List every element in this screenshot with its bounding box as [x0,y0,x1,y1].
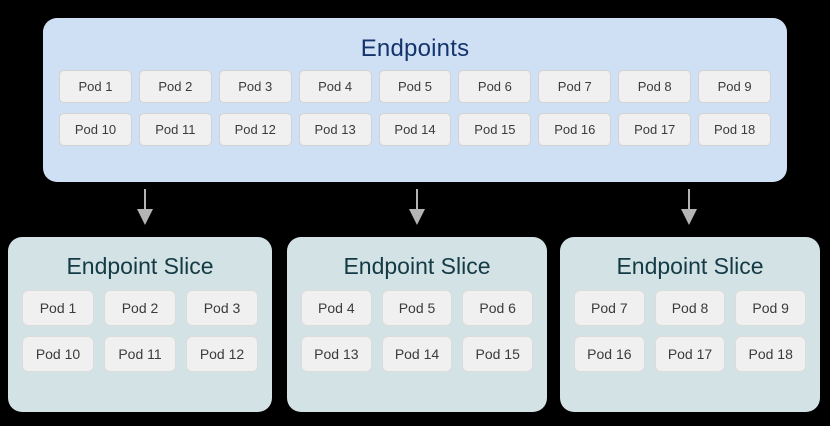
arrow-shaft [688,189,690,212]
endpoint-slice-pod-grid: Pod 4 Pod 5 Pod 6 Pod 13 Pod 14 Pod 15 [301,290,534,382]
pod-chip[interactable]: Pod 1 [22,290,94,326]
pod-chip[interactable]: Pod 15 [458,113,532,146]
pod-chip[interactable]: Pod 3 [218,70,292,103]
endpoints-pod-row: Pod 1 Pod 2 Pod 3 Pod 4 Pod 5 Pod 6 Pod … [59,70,772,103]
arrow-down-icon [134,189,156,225]
pod-chip[interactable]: Pod 14 [381,336,453,372]
endpoint-slice-pod-row: Pod 7 Pod 8 Pod 9 [574,290,807,326]
pod-chip[interactable]: Pod 14 [378,113,452,146]
arrow-head [681,209,697,225]
pod-chip[interactable]: Pod 6 [462,290,534,326]
pod-chip[interactable]: Pod 7 [538,70,612,103]
endpoint-slice-panel-3: Endpoint Slice Pod 7 Pod 8 Pod 9 Pod 16 … [560,237,820,412]
endpoints-pod-row: Pod 10 Pod 11 Pod 12 Pod 13 Pod 14 Pod 1… [59,113,772,146]
endpoint-slice-panel-1: Endpoint Slice Pod 1 Pod 2 Pod 3 Pod 10 … [8,237,272,412]
endpoint-slice-pod-row: Pod 4 Pod 5 Pod 6 [301,290,534,326]
endpoint-slice-pod-row: Pod 10 Pod 11 Pod 12 [22,336,258,372]
pod-chip[interactable]: Pod 11 [138,113,212,146]
arrow-shaft [144,189,146,212]
arrow-down-icon [406,189,428,225]
pod-chip[interactable]: Pod 10 [59,113,132,146]
pod-chip[interactable]: Pod 1 [59,70,132,103]
pod-chip[interactable]: Pod 13 [298,113,372,146]
endpoint-slice-pod-row: Pod 1 Pod 2 Pod 3 [22,290,258,326]
endpoints-pod-grid: Pod 1 Pod 2 Pod 3 Pod 4 Pod 5 Pod 6 Pod … [59,70,772,156]
pod-chip[interactable]: Pod 12 [218,113,292,146]
pod-chip[interactable]: Pod 9 [698,70,772,103]
pod-chip[interactable]: Pod 7 [574,290,645,326]
arrow-head [137,209,153,225]
pod-chip[interactable]: Pod 4 [301,290,372,326]
endpoint-slice-pod-row: Pod 16 Pod 17 Pod 18 [574,336,807,372]
pod-chip[interactable]: Pod 16 [538,113,612,146]
pod-chip[interactable]: Pod 3 [186,290,258,326]
pod-chip[interactable]: Pod 17 [654,336,726,372]
pod-chip[interactable]: Pod 17 [618,113,692,146]
arrow-shaft [416,189,418,212]
pod-chip[interactable]: Pod 2 [138,70,212,103]
pod-chip[interactable]: Pod 8 [618,70,692,103]
endpoint-slice-pod-row: Pod 13 Pod 14 Pod 15 [301,336,534,372]
endpoint-slice-pod-grid: Pod 7 Pod 8 Pod 9 Pod 16 Pod 17 Pod 18 [574,290,807,382]
arrow-down-icon [678,189,700,225]
pod-chip[interactable]: Pod 10 [22,336,94,372]
pod-chip[interactable]: Pod 11 [104,336,176,372]
pod-chip[interactable]: Pod 4 [298,70,372,103]
pod-chip[interactable]: Pod 5 [378,70,452,103]
endpoint-slice-title: Endpoint Slice [616,253,764,279]
endpoint-slice-pod-grid: Pod 1 Pod 2 Pod 3 Pod 10 Pod 11 Pod 12 [22,290,258,382]
pod-chip[interactable]: Pod 15 [462,336,534,372]
pod-chip[interactable]: Pod 5 [381,290,453,326]
endpoint-slice-title: Endpoint Slice [66,253,214,279]
endpoint-slice-panel-2: Endpoint Slice Pod 4 Pod 5 Pod 6 Pod 13 … [287,237,547,412]
pod-chip[interactable]: Pod 13 [301,336,372,372]
pod-chip[interactable]: Pod 16 [574,336,645,372]
pod-chip[interactable]: Pod 12 [186,336,258,372]
pod-chip[interactable]: Pod 8 [654,290,726,326]
endpoints-title: Endpoints [360,35,470,62]
endpoint-slice-title: Endpoint Slice [343,253,491,279]
arrow-head [409,209,425,225]
pod-chip[interactable]: Pod 18 [698,113,772,146]
pod-chip[interactable]: Pod 6 [458,70,532,103]
pod-chip[interactable]: Pod 9 [735,290,807,326]
pod-chip[interactable]: Pod 18 [735,336,807,372]
endpoints-panel: Endpoints Pod 1 Pod 2 Pod 3 Pod 4 Pod 5 … [43,18,787,182]
pod-chip[interactable]: Pod 2 [104,290,176,326]
